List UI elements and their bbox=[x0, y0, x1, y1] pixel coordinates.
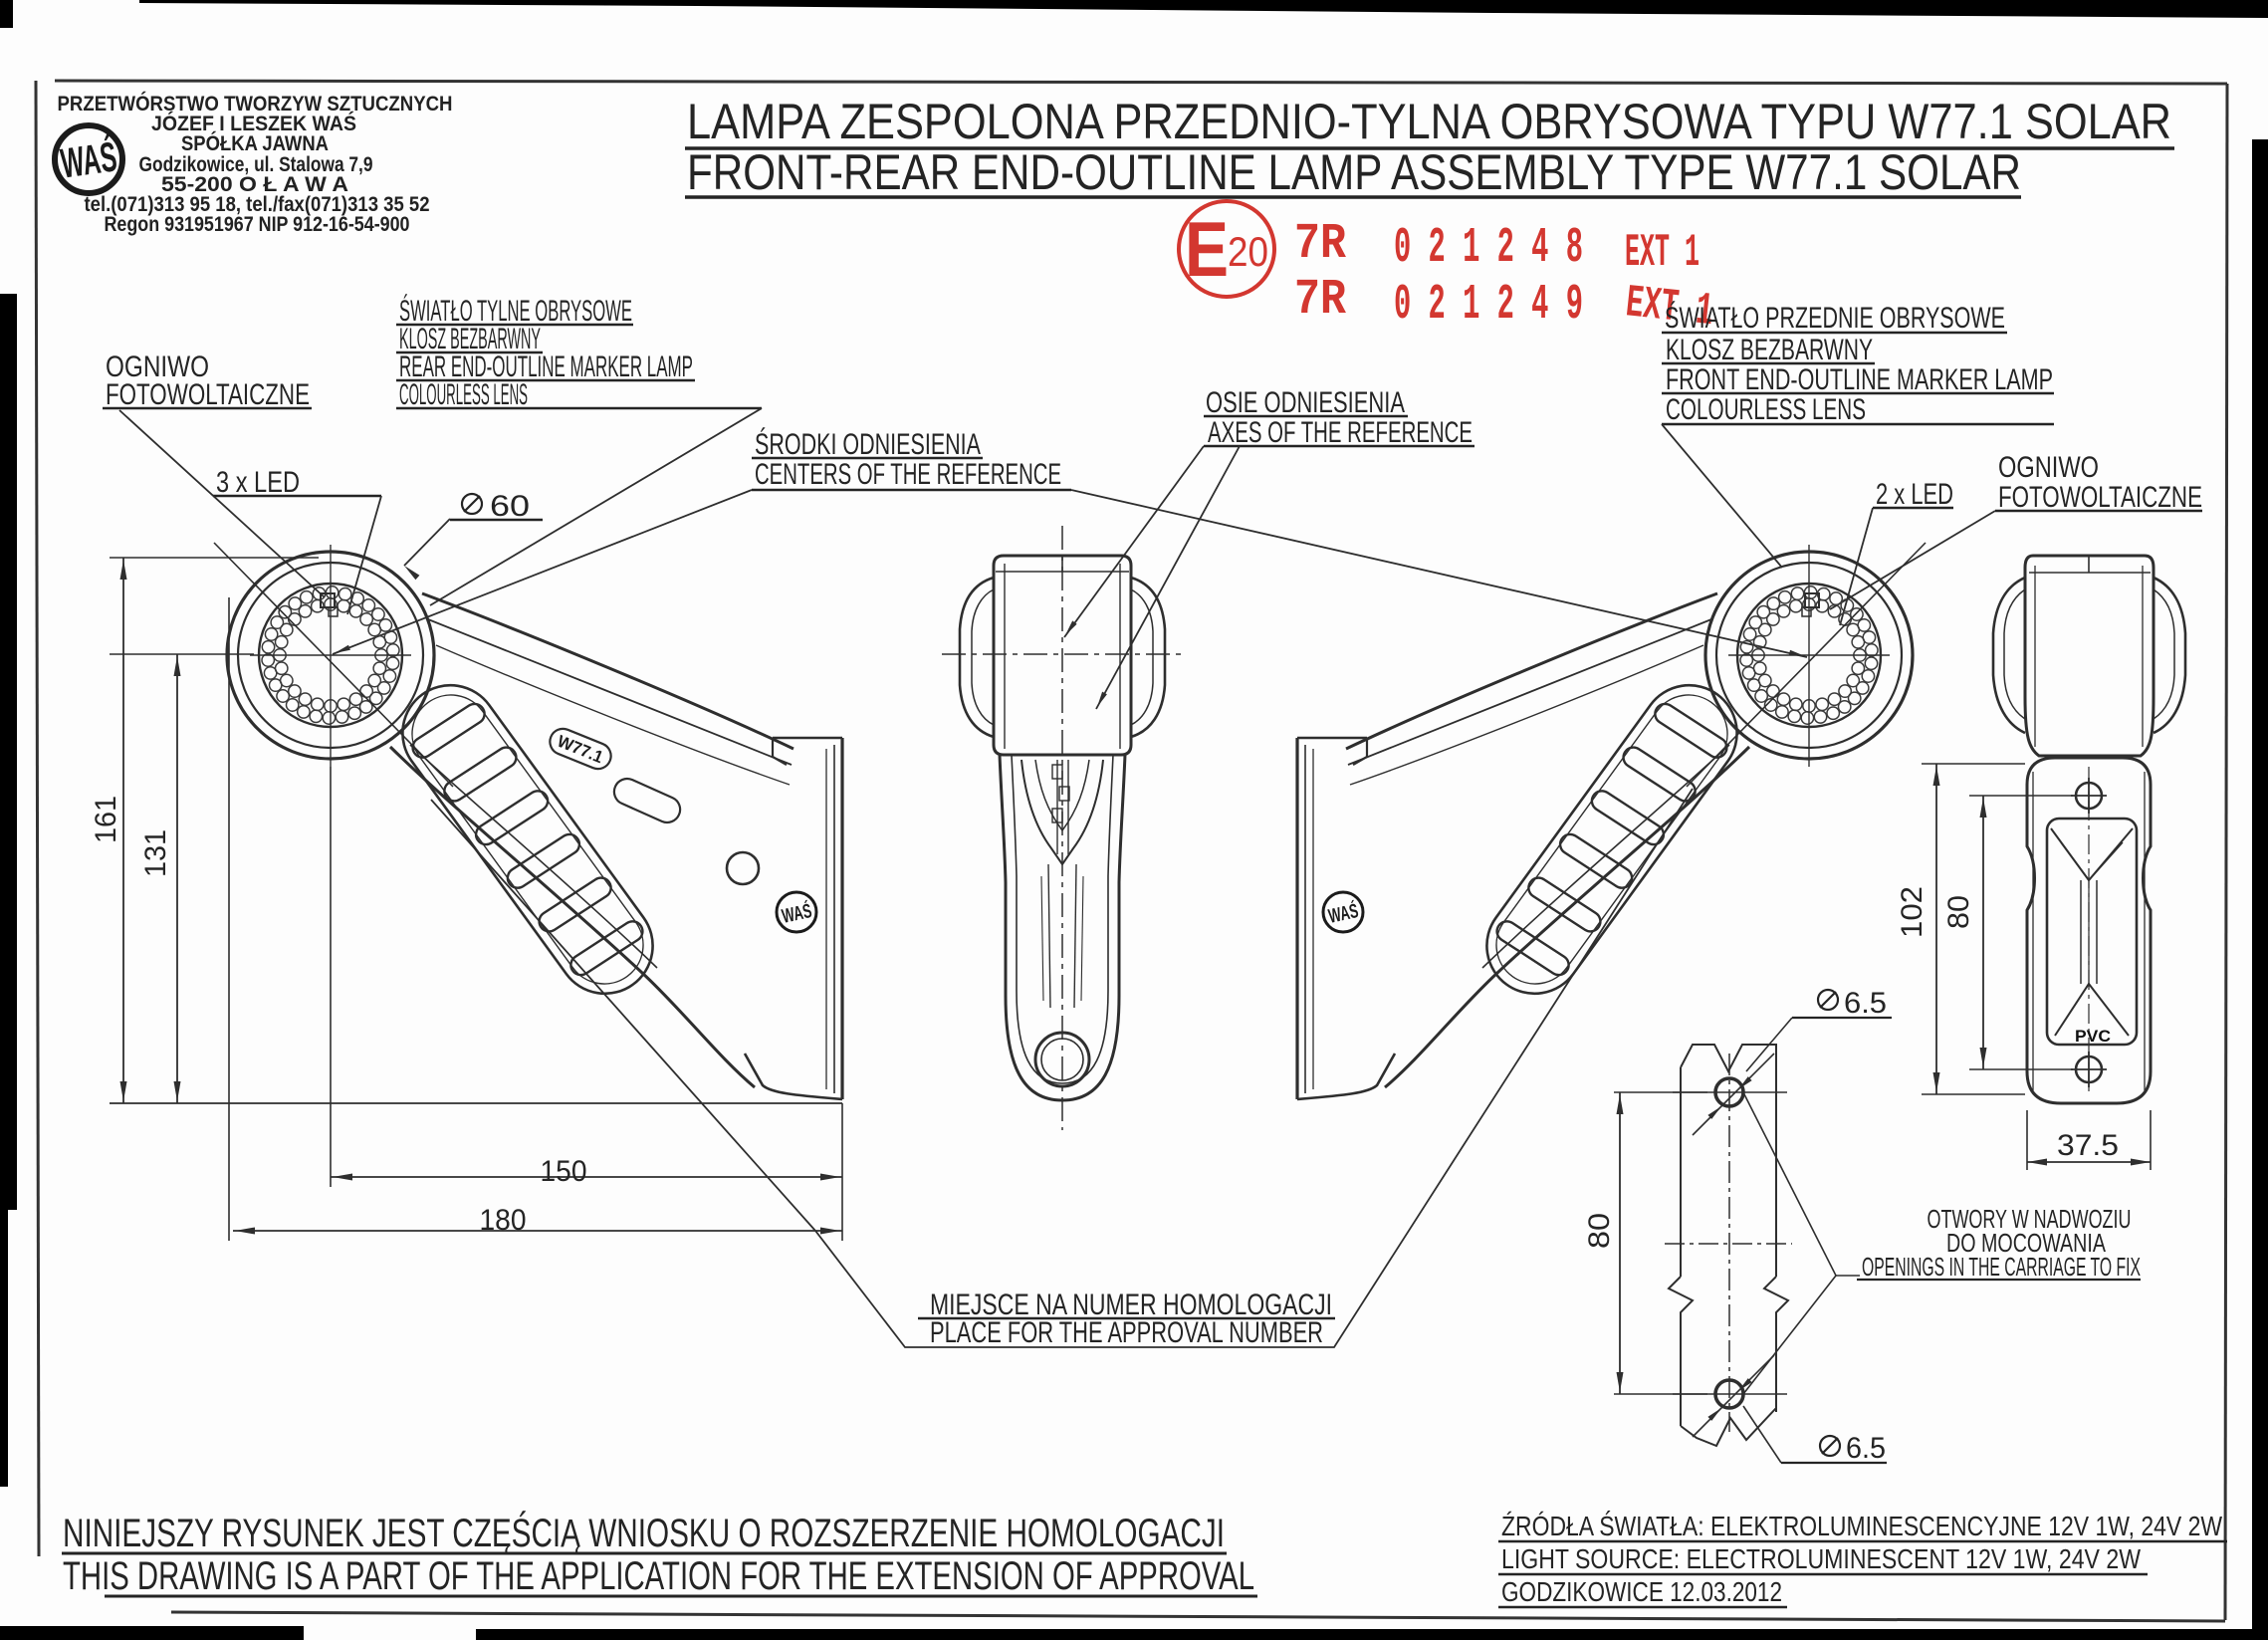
svg-text:SPÓŁKA JAWNA: SPÓŁKA JAWNA bbox=[181, 131, 329, 155]
svg-text:131: 131 bbox=[139, 829, 172, 877]
svg-text:OGNIWO: OGNIWO bbox=[106, 351, 209, 383]
svg-text:FRONT-REAR END-OUTLINE LAMP AS: FRONT-REAR END-OUTLINE LAMP ASSEMBLY TYP… bbox=[687, 144, 2021, 200]
svg-text:7R: 7R bbox=[1294, 216, 1346, 273]
svg-text:6.5: 6.5 bbox=[1844, 987, 1887, 1020]
svg-text:DO MOCOWANIA: DO MOCOWANIA bbox=[1946, 1228, 2106, 1258]
svg-text:ŹRÓDŁA ŚWIATŁA: ELEKTROLUMINES: ŹRÓDŁA ŚWIATŁA: ELEKTROLUMINESCENCYJNE 1… bbox=[1501, 1510, 2222, 1541]
svg-text:EXT 1: EXT 1 bbox=[1625, 227, 1700, 279]
svg-text:80: 80 bbox=[1942, 895, 1975, 929]
svg-text:tel.(071)313 95 18, tel./fax(0: tel.(071)313 95 18, tel./fax(071)313 35 … bbox=[85, 193, 430, 216]
svg-text:3 x LED: 3 x LED bbox=[216, 466, 300, 499]
svg-text:20: 20 bbox=[1228, 228, 1268, 275]
svg-text:OSIE ODNIESIENIA: OSIE ODNIESIENIA bbox=[1206, 386, 1405, 419]
svg-text:Regon 931951967 NIP 912-16-54-: Regon 931951967 NIP 912-16-54-900 bbox=[105, 213, 410, 236]
svg-text:COLOURLESS LENS: COLOURLESS LENS bbox=[1666, 393, 1866, 426]
svg-text:THIS DRAWING IS A PART OF THE: THIS DRAWING IS A PART OF THE APPLICATIO… bbox=[63, 1554, 1254, 1598]
svg-text:Godzikowice, ul. Stalowa 7,9: Godzikowice, ul. Stalowa 7,9 bbox=[139, 153, 373, 176]
svg-text:WAŚ: WAŚ bbox=[58, 131, 119, 186]
svg-text:7R: 7R bbox=[1294, 272, 1346, 329]
svg-text:FOTOWOLTAICZNE: FOTOWOLTAICZNE bbox=[106, 378, 310, 411]
svg-text:E: E bbox=[1185, 205, 1229, 293]
svg-text:CENTERS OF THE REFERENCE: CENTERS OF THE REFERENCE bbox=[755, 458, 1061, 491]
svg-text:AXES OF THE REFERENCE: AXES OF THE REFERENCE bbox=[1208, 416, 1473, 449]
svg-text:161: 161 bbox=[90, 796, 122, 843]
svg-text:PRZETWÓRSTWO TWORZYW SZTUCZNYC: PRZETWÓRSTWO TWORZYW SZTUCZNYCH bbox=[58, 92, 453, 116]
svg-text:60: 60 bbox=[490, 490, 530, 523]
svg-text:OTWORY W NADWOZIU: OTWORY W NADWOZIU bbox=[1928, 1204, 2132, 1234]
svg-text:80: 80 bbox=[1583, 1213, 1616, 1249]
svg-text:PLACE FOR THE APPROVAL NUMBER: PLACE FOR THE APPROVAL NUMBER bbox=[930, 1316, 1323, 1349]
svg-text:OPENINGS IN THE CARRIAGE TO FI: OPENINGS IN THE CARRIAGE TO FIX bbox=[1862, 1252, 2141, 1282]
svg-text:FRONT END-OUTLINE MARKER LAMP: FRONT END-OUTLINE MARKER LAMP bbox=[1666, 363, 2053, 396]
svg-text:KLOSZ BEZBARWNY: KLOSZ BEZBARWNY bbox=[399, 323, 541, 355]
svg-text:0 2 1 2 4 8: 0 2 1 2 4 8 bbox=[1394, 220, 1583, 277]
svg-text:0 2 1 2 4 9: 0 2 1 2 4 9 bbox=[1394, 277, 1583, 334]
svg-text:REAR END-OUTLINE MARKER LAMP: REAR END-OUTLINE MARKER LAMP bbox=[399, 351, 693, 383]
svg-text:102: 102 bbox=[1896, 886, 1928, 938]
svg-text:PVC: PVC bbox=[2075, 1027, 2111, 1046]
svg-text:KLOSZ BEZBARWNY: KLOSZ BEZBARWNY bbox=[1666, 334, 1873, 366]
svg-text:ŚWIATŁO TYLNE OBRYSOWE: ŚWIATŁO TYLNE OBRYSOWE bbox=[399, 294, 632, 328]
svg-text:GODZIKOWICE 12.03.2012: GODZIKOWICE 12.03.2012 bbox=[1501, 1576, 1782, 1607]
svg-text:FOTOWOLTAICZNE: FOTOWOLTAICZNE bbox=[1998, 481, 2202, 514]
svg-text:ŚWIATŁO PRZEDNIE OBRYSOWE: ŚWIATŁO PRZEDNIE OBRYSOWE bbox=[1665, 301, 2005, 335]
svg-text:EXT 1: EXT 1 bbox=[1624, 277, 1716, 338]
svg-text:55-200 O Ł A W A: 55-200 O Ł A W A bbox=[161, 173, 348, 196]
svg-text:MIEJSCE NA NUMER HOMOLOGACJI: MIEJSCE NA NUMER HOMOLOGACJI bbox=[930, 1289, 1332, 1321]
svg-text:NINIEJSZY RYSUNEK JEST CZĘŚCIĄ: NINIEJSZY RYSUNEK JEST CZĘŚCIĄ WNIOSKU O… bbox=[63, 1510, 1225, 1555]
svg-text:JÓZEF I LESZEK WAŚ: JÓZEF I LESZEK WAŚ bbox=[151, 112, 356, 135]
svg-text:150: 150 bbox=[541, 1155, 587, 1188]
svg-text:180: 180 bbox=[480, 1204, 527, 1237]
svg-text:OGNIWO: OGNIWO bbox=[1998, 451, 2099, 484]
svg-text:37.5: 37.5 bbox=[2057, 1129, 2119, 1162]
svg-text:LAMPA ZESPOLONA PRZEDNIO-TYLNA: LAMPA ZESPOLONA PRZEDNIO-TYLNA OBRYSOWA … bbox=[687, 94, 2171, 149]
svg-text:2 x LED: 2 x LED bbox=[1876, 478, 1953, 511]
svg-text:ŚRODKI ODNIESIENIA: ŚRODKI ODNIESIENIA bbox=[755, 427, 981, 461]
svg-text:LIGHT SOURCE: ELECTROLUMINESCE: LIGHT SOURCE: ELECTROLUMINESCENT 12V 1W,… bbox=[1501, 1543, 2141, 1574]
svg-text:COLOURLESS LENS: COLOURLESS LENS bbox=[399, 378, 528, 411]
svg-text:6.5: 6.5 bbox=[1846, 1432, 1886, 1465]
